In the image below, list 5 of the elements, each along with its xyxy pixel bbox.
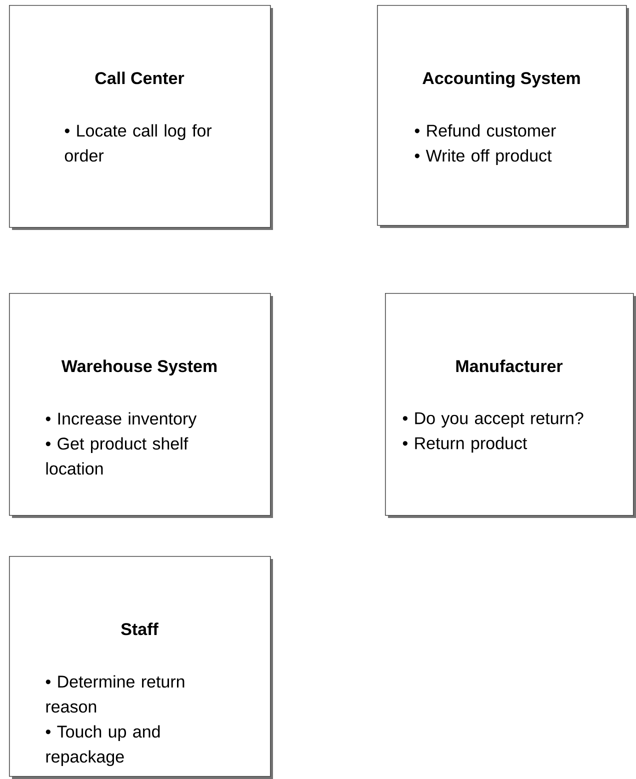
text-box: Warehouse System • Increase inventory • Get product shelf location bbox=[9, 293, 273, 518]
text-box: Manufacturer • Do you accept return? • Return product bbox=[385, 293, 636, 518]
text-box: Call Center • Locate call log for order bbox=[9, 5, 273, 230]
text-box: Accounting System • Refund customer • Write off product bbox=[377, 5, 629, 228]
text-box: Staff • Determine return reason • Touch up and repackage bbox=[9, 556, 273, 779]
